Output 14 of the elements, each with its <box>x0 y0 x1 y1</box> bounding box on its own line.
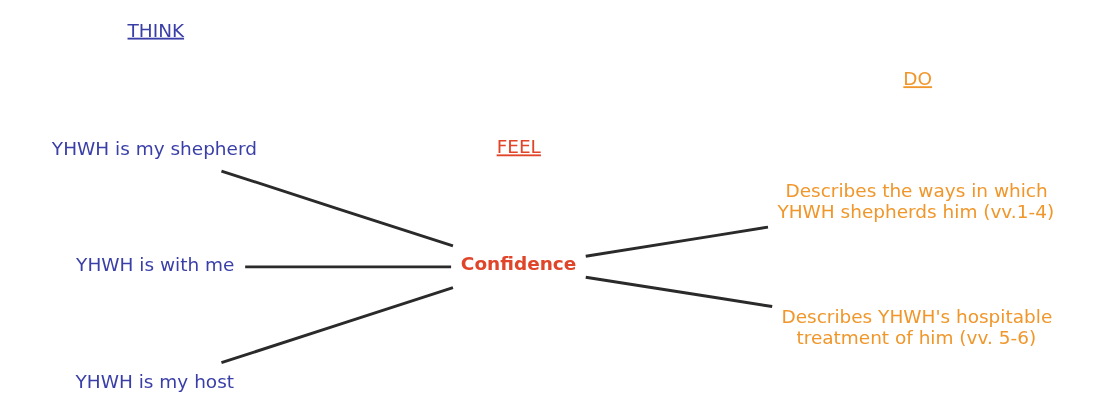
connector <box>585 225 769 258</box>
connector <box>221 169 454 248</box>
label: THINK <box>127 19 185 41</box>
node-text: YHWH is my shepherd <box>51 137 257 159</box>
label: DO <box>903 68 933 90</box>
connector <box>245 265 452 269</box>
label: FEEL <box>496 136 541 158</box>
node-text: YHWH is with me <box>76 254 235 276</box>
node-text: YHWH is my host <box>75 370 235 392</box>
connector <box>221 286 454 365</box>
node-text: Describes the ways in which YHWH shepherds him (vv.1-4) <box>777 180 1055 223</box>
node-text: Confidence <box>460 253 577 275</box>
node-text: Describes YHWH's hospitable treatment of him (vv. 5-6) <box>781 306 1053 349</box>
connector <box>585 275 773 308</box>
